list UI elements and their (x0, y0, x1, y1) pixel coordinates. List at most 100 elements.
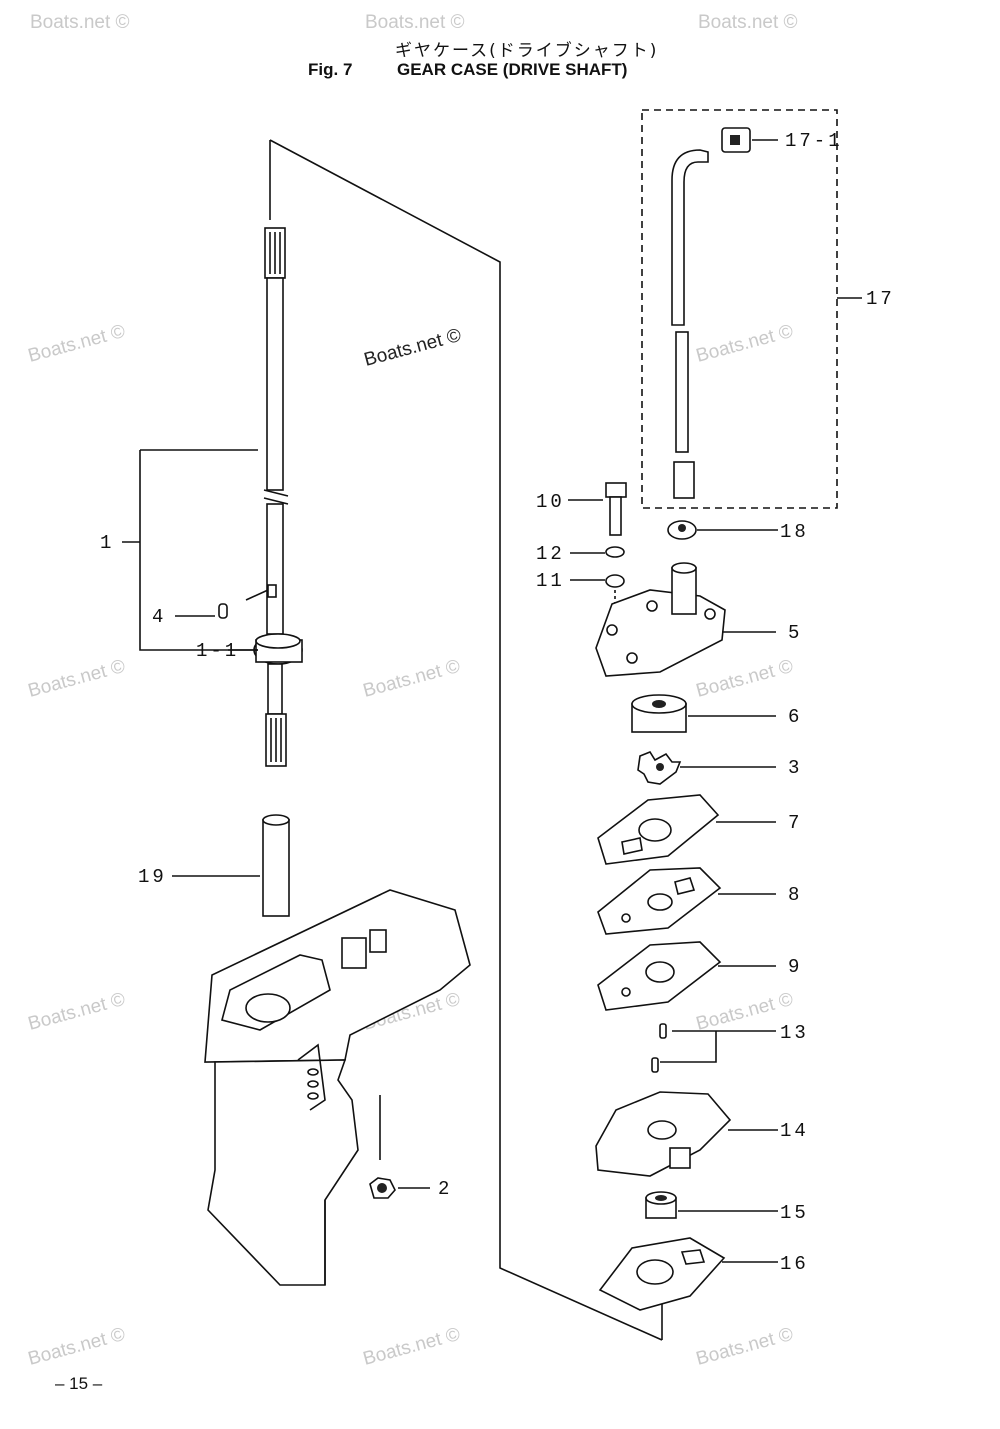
plate-bore (647, 893, 673, 911)
housing-rib (297, 1043, 326, 1111)
gasket-bore (645, 961, 675, 983)
gasket-port (621, 837, 643, 855)
water-tube-17 (671, 149, 709, 499)
pump-housing-outlet-top (671, 562, 697, 574)
callout-9: 9 (788, 956, 802, 978)
plate-hole (621, 913, 631, 923)
gasket-hole (621, 987, 631, 997)
callout-19: 19 (138, 866, 167, 888)
leader-lines (122, 139, 862, 1263)
callout-18: 18 (780, 521, 809, 543)
callout-4: 4 (152, 606, 166, 628)
gasket-body (597, 941, 722, 1011)
shaft-lower (266, 503, 284, 635)
callout-15: 15 (780, 1202, 809, 1224)
callout-6: 6 (788, 706, 802, 728)
page-number: – 15 – (55, 1374, 103, 1393)
sleeve-body (262, 819, 290, 917)
leader-4-shaft (245, 589, 269, 601)
pump-housing-5 (595, 562, 726, 677)
liner-6 (631, 694, 687, 733)
gasket-bore (638, 818, 672, 842)
impeller-3 (637, 751, 682, 785)
pin-4 (218, 603, 228, 619)
liner-hole (652, 700, 666, 708)
sleeve-top (262, 814, 290, 826)
gasket-port (680, 1249, 706, 1265)
callout-1-1: 1-1 (196, 640, 239, 662)
watermark-text: Boats.net © (361, 1324, 463, 1370)
pump-housing-bolt-hole (646, 600, 658, 612)
gasket-9 (597, 941, 722, 1011)
callout-14: 14 (780, 1120, 809, 1142)
plate-port (674, 877, 696, 895)
housing-boss (369, 929, 387, 953)
tube-lower (675, 331, 689, 453)
callout-7: 7 (788, 812, 802, 834)
housing-vent (307, 1068, 319, 1076)
plate-8 (597, 867, 722, 935)
housing-vent (307, 1092, 319, 1100)
watermark-text: Boats.net © (365, 12, 465, 33)
grommet-hole (730, 135, 740, 145)
callout-17-1: 17-1 (785, 130, 843, 152)
collar-18 (667, 520, 697, 540)
gasket-16 (598, 1237, 726, 1311)
callout-2: 2 (438, 1178, 452, 1200)
callout-11: 11 (536, 570, 565, 592)
assembly-line (269, 139, 663, 1341)
impeller-hub (656, 763, 664, 771)
gasket-7 (597, 794, 720, 865)
shaft-bearing-top (255, 633, 301, 649)
callout-10: 10 (536, 491, 565, 513)
drive-shaft (253, 227, 303, 767)
housing-vent (307, 1080, 319, 1088)
pump-housing-bolt-hole (626, 652, 638, 664)
callout-1: 1 (100, 532, 114, 554)
callout-3: 3 (788, 757, 802, 779)
pump-housing-bolt-hole (606, 624, 618, 636)
shaft-keyway (267, 584, 277, 598)
gear-case-housing (204, 889, 471, 1286)
housing-boss (341, 937, 367, 969)
watermark-text: Boats.net © (694, 321, 796, 367)
figure-number: Fig. 7 (308, 60, 353, 79)
watermark-text: Boats.net © (694, 1324, 796, 1370)
leader-13 (660, 1030, 776, 1063)
leader-1 (122, 449, 258, 651)
watermark-text: Boats.net © (361, 656, 463, 702)
pump-base-body (595, 1091, 732, 1177)
callout-8: 8 (788, 884, 802, 906)
nut-2 (369, 1177, 396, 1199)
watermark-text: Boats.net © (26, 1324, 128, 1370)
watermark-text: Boats.net © (26, 656, 128, 702)
shaft-break (263, 489, 289, 505)
callout-12: 12 (536, 543, 565, 565)
gasket-bore (636, 1259, 674, 1285)
collar-hole (678, 524, 686, 532)
seal-15 (645, 1191, 677, 1219)
tube-seal (673, 461, 695, 499)
shaft-end (267, 663, 283, 715)
washer-11 (605, 574, 625, 588)
watermark-text: Boats.net © (362, 325, 464, 371)
shaft-upper (266, 277, 284, 491)
pump-housing-outlet (671, 567, 697, 615)
pump-base-14 (595, 1091, 732, 1177)
bolt-shank (609, 496, 622, 536)
grommet-17-1 (721, 127, 751, 153)
housing-top-deck (204, 889, 471, 1063)
plate-body (597, 867, 722, 935)
callout-13: 13 (780, 1022, 809, 1044)
watermark-text: Boats.net © (26, 989, 128, 1035)
watermark-text: Boats.net © (30, 12, 130, 33)
bolt-10 (605, 482, 627, 536)
gasket-body (597, 794, 720, 865)
callout-5: 5 (788, 622, 802, 644)
pin-13 (659, 1023, 667, 1039)
gasket-body (598, 1237, 726, 1311)
watermark-text: Boats.net © (26, 321, 128, 367)
callout-16: 16 (780, 1253, 809, 1275)
